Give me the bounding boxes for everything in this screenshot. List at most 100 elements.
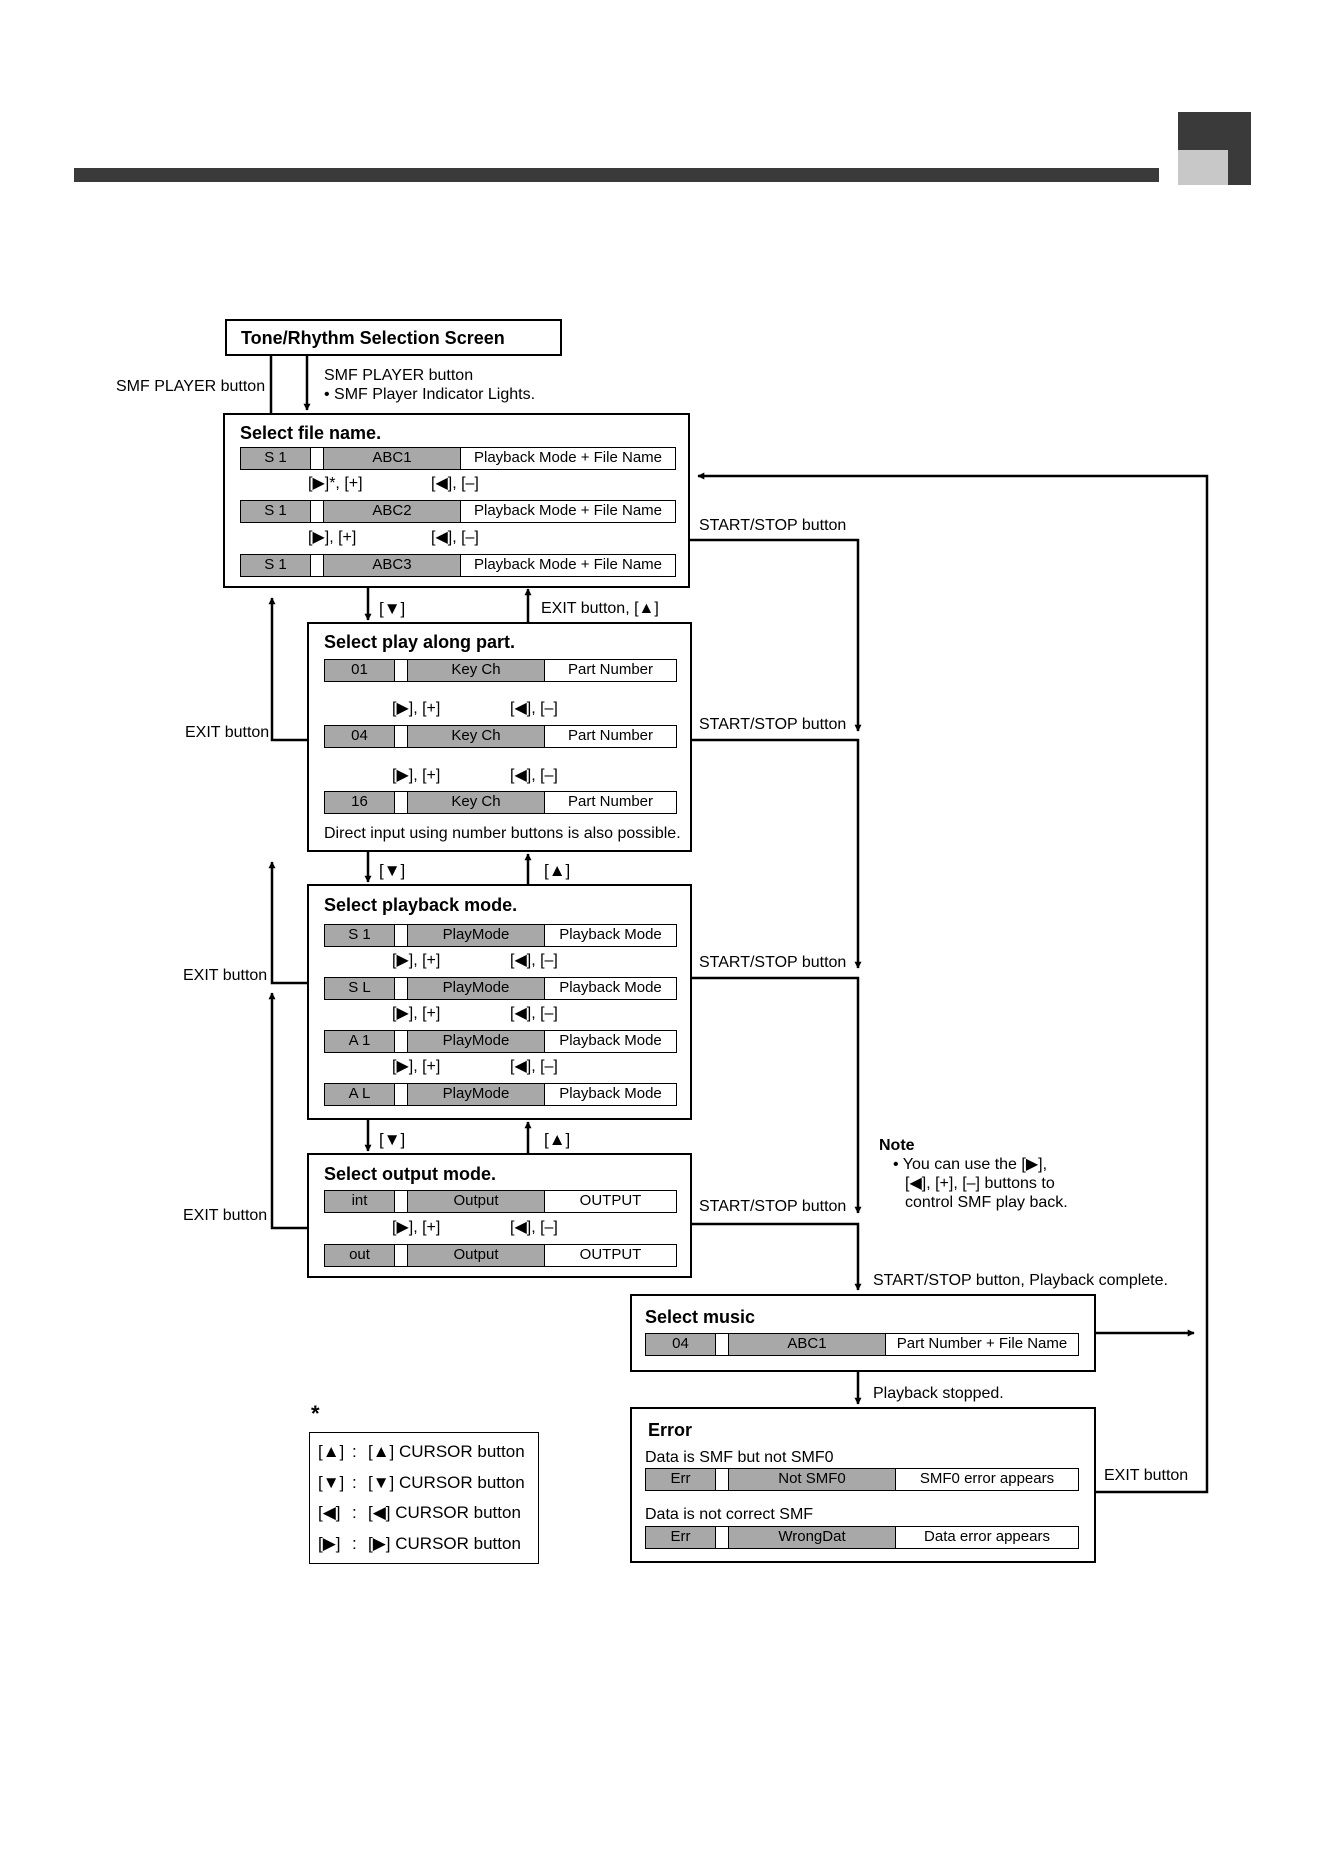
lcd-mode: S 1 <box>241 501 310 522</box>
file-nav-right-2: [▶], [+] <box>308 529 357 546</box>
select-file-panel: Select file name. S 1 ABC1 Playback Mode… <box>223 413 690 588</box>
file-row-1: S 1 ABC1 Playback Mode + File Name <box>240 447 676 470</box>
output-row-1: int Output OUTPUT <box>324 1190 677 1213</box>
legend-sep: : <box>352 1503 357 1522</box>
lcd-err: Err <box>646 1527 715 1548</box>
error-sub-2: Data is not correct SMF <box>645 1506 814 1523</box>
output-nav-right: [▶], [+] <box>392 1219 441 1236</box>
legend-key: [◀] <box>318 1503 341 1522</box>
lcd-filename: ABC2 <box>324 501 460 522</box>
lcd-description: OUTPUT <box>544 1191 676 1212</box>
start-stop-label-2: START/STOP button <box>699 716 847 733</box>
lcd-gap <box>394 1191 408 1212</box>
legend-desc: [◀] CURSOR button <box>368 1503 521 1522</box>
exit-up-label: EXIT button, [▲] <box>541 600 659 617</box>
lcd-description: Playback Mode + File Name <box>460 501 675 522</box>
start-stop-label-1: START/STOP button <box>699 517 847 534</box>
smf-player-label-right: SMF PLAYER button <box>324 367 474 384</box>
legend-key: [▼] <box>318 1473 345 1492</box>
lcd-keych: Key Ch <box>408 726 544 747</box>
lcd-description: Playback Mode <box>544 1031 676 1052</box>
lcd-part: 04 <box>325 726 394 747</box>
lcd-playmode: PlayMode <box>408 978 544 999</box>
playback-up-label: [▲] <box>544 1130 571 1149</box>
indicator-label: • SMF Player Indicator Lights. <box>324 386 536 403</box>
note-line-3: control SMF play back. <box>905 1194 1068 1211</box>
playback-row-1: S 1 PlayMode Playback Mode <box>324 924 677 947</box>
lcd-filename: ABC1 <box>729 1334 885 1355</box>
legend-row-up: [▲]: [▲] CURSOR button <box>318 1442 525 1462</box>
lcd-gap <box>394 1245 408 1266</box>
legend-desc: [▲] CURSOR button <box>368 1442 525 1461</box>
file-nav-right-1: [▶]*, [+] <box>308 475 363 492</box>
lcd-gap <box>394 1031 408 1052</box>
lcd-gap <box>394 792 408 813</box>
lcd-part: 16 <box>325 792 394 813</box>
exit-label-part: EXIT button <box>185 724 270 741</box>
legend-sep: : <box>352 1534 357 1553</box>
smf-player-label-left: SMF PLAYER button <box>116 378 266 395</box>
playback-nav-left-2: [◀], [–] <box>510 1005 558 1022</box>
lcd-description: Part Number <box>544 660 676 681</box>
lcd-part: 04 <box>646 1334 715 1355</box>
lcd-description: Playback Mode + File Name <box>460 555 675 576</box>
lcd-description: Part Number <box>544 792 676 813</box>
start-stop-label-3: START/STOP button <box>699 954 847 971</box>
output-row-2: out Output OUTPUT <box>324 1244 677 1267</box>
lcd-playmode: PlayMode <box>408 1084 544 1105</box>
lcd-description: Data error appears <box>895 1527 1078 1548</box>
lcd-gap <box>715 1334 729 1355</box>
lcd-gap <box>310 555 324 576</box>
error-row-2: Err WrongDat Data error appears <box>645 1526 1079 1549</box>
part-nav-left-1: [◀], [–] <box>510 700 558 717</box>
lcd-gap <box>394 1084 408 1105</box>
select-output-title: Select output mode. <box>324 1164 497 1184</box>
lcd-description: Part Number + File Name <box>885 1334 1078 1355</box>
part-footnote: Direct input using number buttons is als… <box>324 825 681 842</box>
select-music-title: Select music <box>645 1307 756 1327</box>
lcd-description: Playback Mode <box>544 1084 676 1105</box>
select-part-panel: Select play along part. 01 Key Ch Part N… <box>307 622 692 852</box>
select-music-panel: Select music 04 ABC1 Part Number + File … <box>630 1294 1096 1372</box>
select-part-title: Select play along part. <box>324 632 516 652</box>
part-row-3: 16 Key Ch Part Number <box>324 791 677 814</box>
playback-row-3: A 1 PlayMode Playback Mode <box>324 1030 677 1053</box>
lcd-gap <box>715 1527 729 1548</box>
lcd-error-code: Not SMF0 <box>729 1469 895 1490</box>
part-up-label: [▲] <box>544 861 571 880</box>
lcd-playmode: PlayMode <box>408 1031 544 1052</box>
music-row: 04 ABC1 Part Number + File Name <box>645 1333 1079 1356</box>
part-down-label: [▼] <box>379 861 406 880</box>
lcd-mode: S L <box>325 978 394 999</box>
part-nav-right-1: [▶], [+] <box>392 700 441 717</box>
select-playback-title: Select playback mode. <box>324 895 518 915</box>
part-nav-left-2: [◀], [–] <box>510 767 558 784</box>
lcd-mode: S 1 <box>241 448 310 469</box>
lcd-description: Playback Mode <box>544 978 676 999</box>
lcd-mode: int <box>325 1191 394 1212</box>
playback-nav-left-3: [◀], [–] <box>510 1058 558 1075</box>
playback-down-label: [▼] <box>379 1130 406 1149</box>
lcd-description: Playback Mode <box>544 925 676 946</box>
lcd-playmode: PlayMode <box>408 925 544 946</box>
start-stop-label-4: START/STOP button <box>699 1198 847 1215</box>
lcd-mode: A 1 <box>325 1031 394 1052</box>
lcd-mode: A L <box>325 1084 394 1105</box>
lcd-keych: Key Ch <box>408 660 544 681</box>
lcd-output: Output <box>408 1191 544 1212</box>
lcd-filename: ABC1 <box>324 448 460 469</box>
note-line-2: [◀], [+], [–] buttons to <box>905 1175 1055 1192</box>
header-bar <box>74 168 1159 182</box>
legend-desc: [▶] CURSOR button <box>368 1534 521 1553</box>
lcd-err: Err <box>646 1469 715 1490</box>
note-line-1: • You can use the [▶], <box>893 1156 1048 1173</box>
playback-nav-right-3: [▶], [+] <box>392 1058 441 1075</box>
lcd-gap <box>394 726 408 747</box>
error-title: Error <box>648 1420 693 1440</box>
legend-sep: : <box>352 1442 357 1461</box>
start-stop-complete-label: START/STOP button, Playback complete. <box>873 1272 1168 1289</box>
lcd-description: Playback Mode + File Name <box>460 448 675 469</box>
part-row-2: 04 Key Ch Part Number <box>324 725 677 748</box>
legend-key: [▲] <box>318 1442 345 1461</box>
lcd-gap <box>394 660 408 681</box>
